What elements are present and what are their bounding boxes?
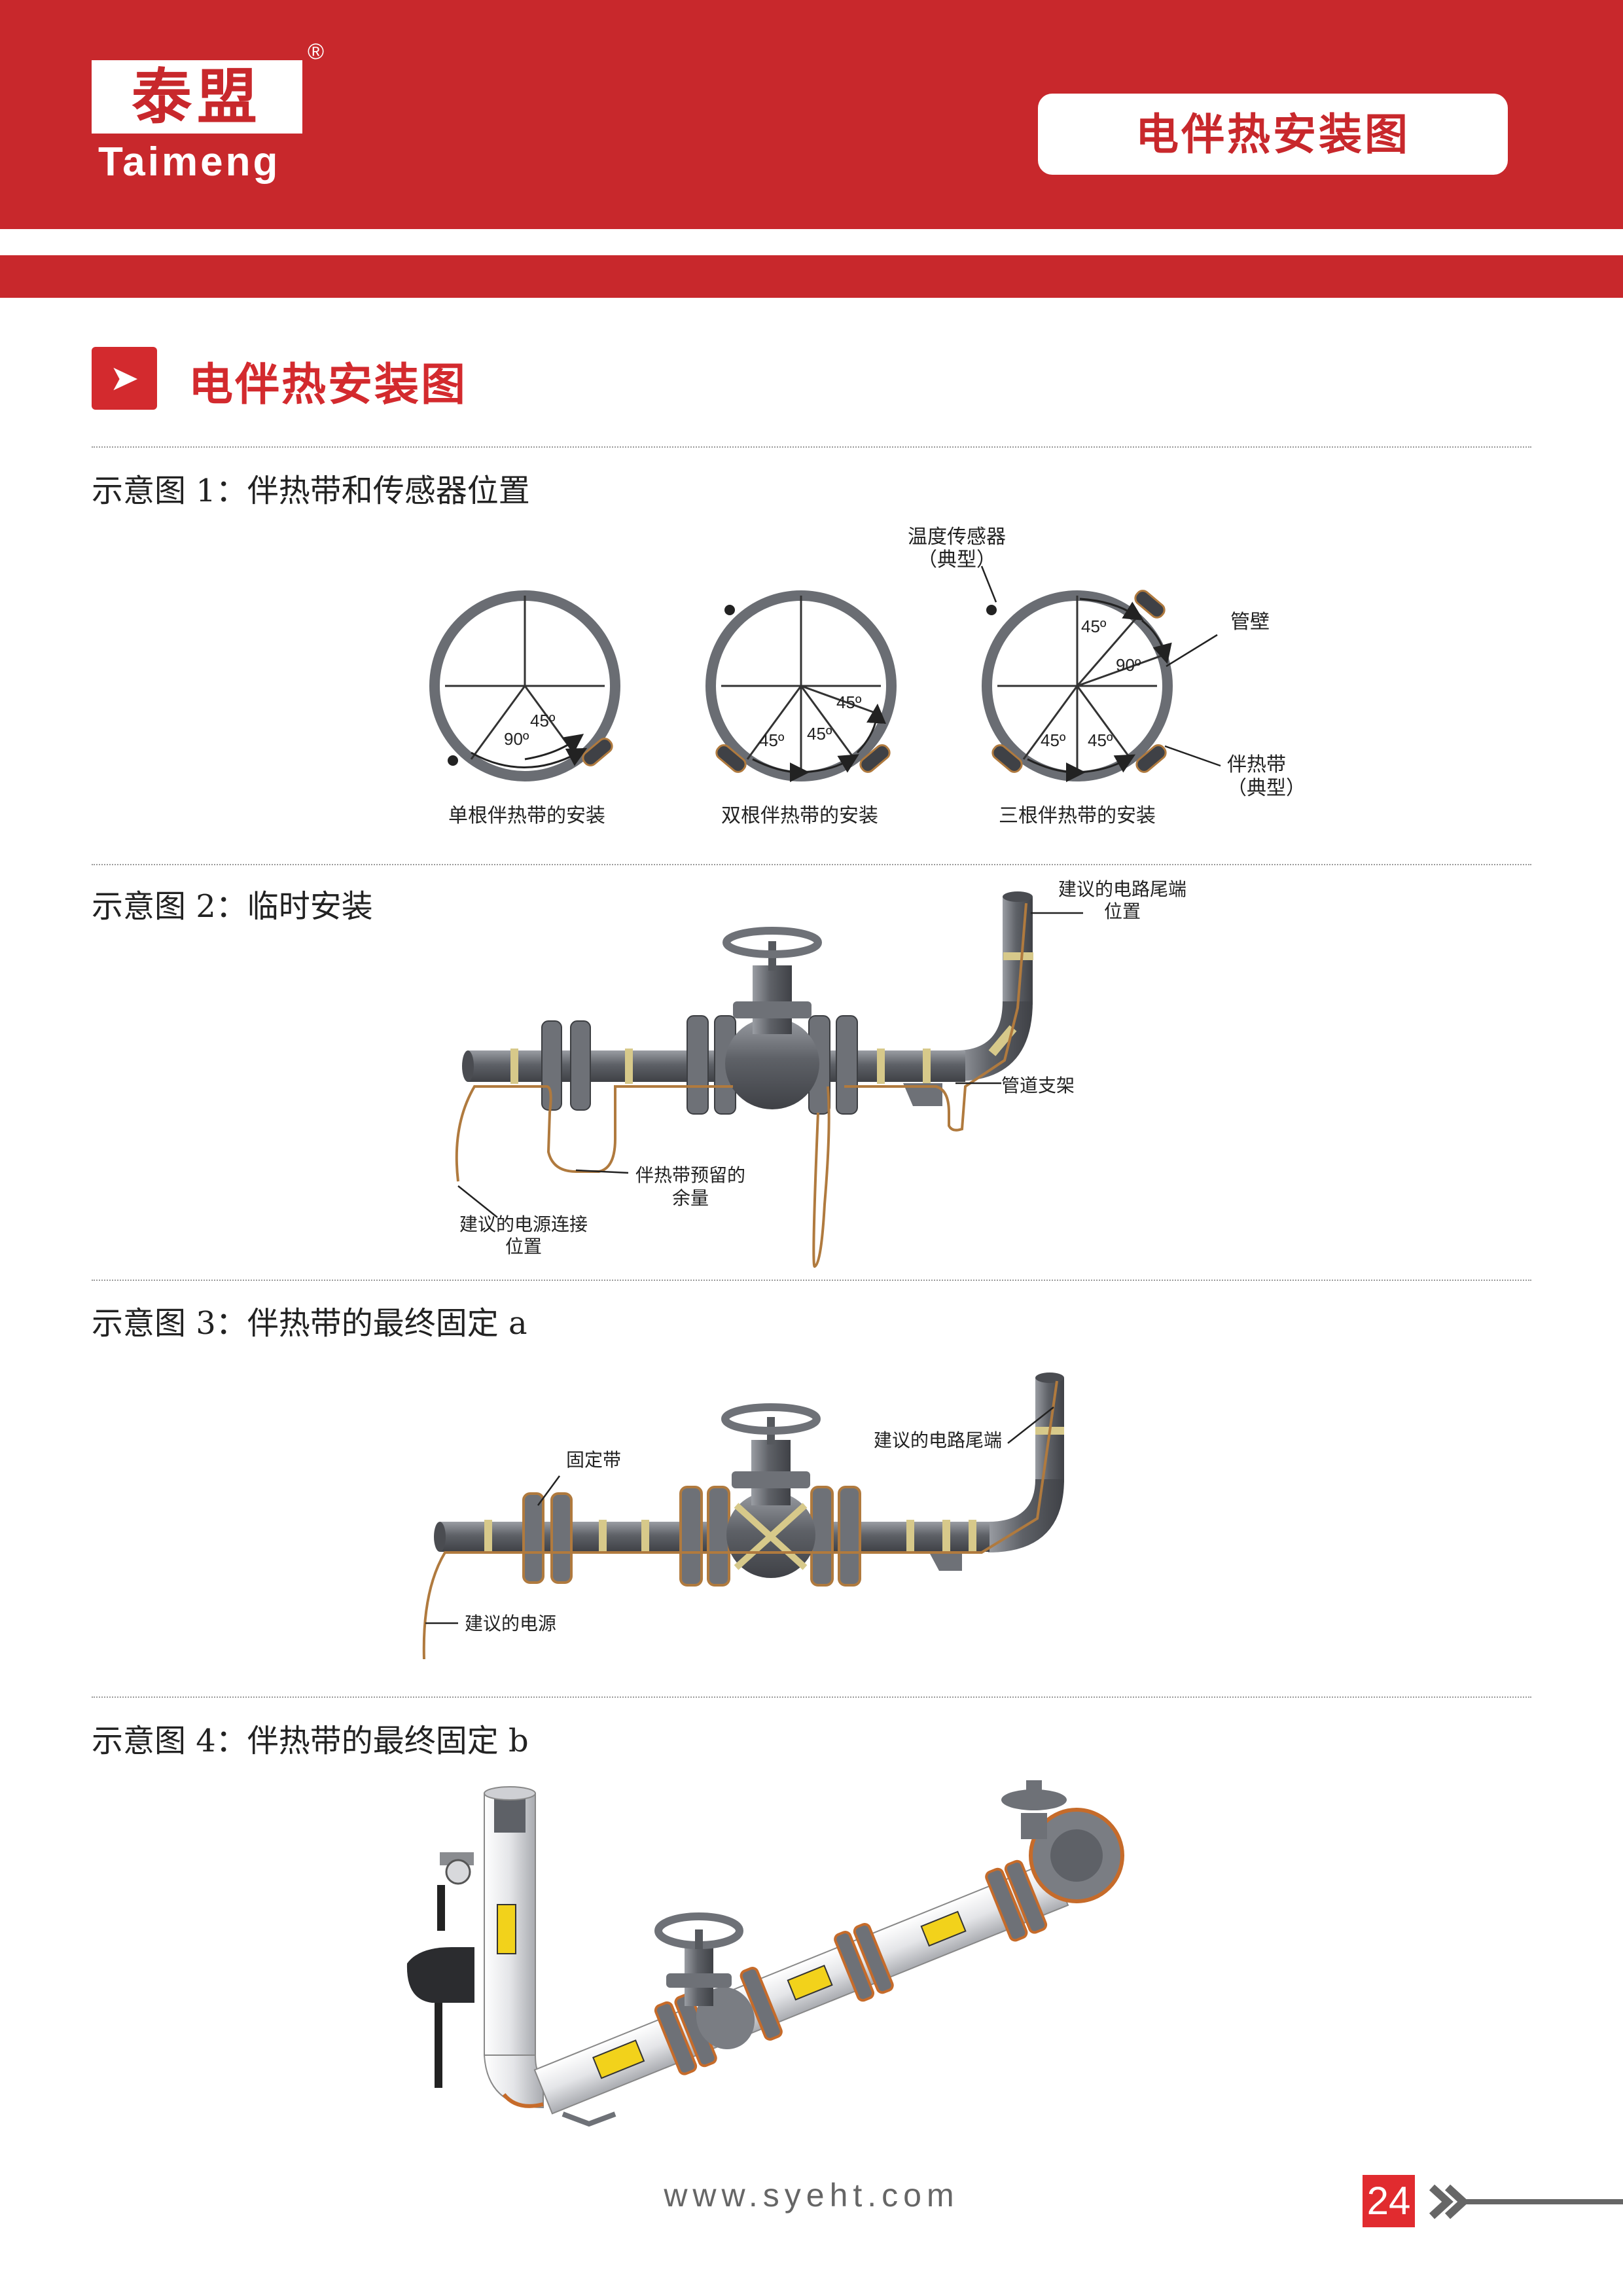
power-connection-label: 建议的电源连接 (459, 1214, 588, 1234)
header-lower-band (0, 255, 1623, 298)
sensor-label: （典型） (918, 549, 996, 571)
power-connection-label: 位置 (505, 1236, 542, 1257)
header-title: 电伴热安装图 (1038, 94, 1508, 175)
figure2-diagram: 建议的电路尾端 位置 管道支架 伴热带预留的 余量 建议的电源连接 位置 (455, 879, 1186, 1268)
angle-label: 45º (530, 711, 556, 730)
registered-mark: ® (308, 39, 325, 64)
caption-single: 单根伴热带的安装 (448, 805, 605, 827)
circuit-end-label: 位置 (1104, 901, 1141, 922)
angle-label: 45º (1088, 730, 1113, 750)
angle-label: 45º (759, 730, 785, 750)
header-divider (0, 229, 1623, 255)
figure1-diagram: 90º 45º 45º 45º 45º (429, 526, 1306, 827)
pipe-cross-section-single (429, 590, 620, 781)
power-label: 建议的电源 (465, 1613, 556, 1634)
divider (92, 1696, 1531, 1698)
logo-en: Taimeng (98, 139, 281, 185)
pipe-wall-label: 管壁 (1230, 611, 1270, 633)
divider (92, 864, 1531, 865)
caption-double: 双根伴热带的安装 (721, 805, 878, 827)
pipe-cross-section-triple (980, 565, 1221, 782)
footer-url: www.syeht.com (664, 2177, 959, 2214)
angle-label: 45º (836, 692, 862, 712)
angle-label: 90º (1116, 655, 1141, 675)
divider (92, 1280, 1531, 1281)
play-arrow-icon: ➤ (92, 347, 157, 410)
slack-label: 余量 (672, 1188, 709, 1208)
circuit-end-label: 建议的电路尾端 (874, 1430, 1002, 1450)
figure3-diagram: 固定带 建议的电路尾端 建议的电源 (422, 1372, 1064, 1660)
figure3-heading: 示意图 3：伴热带的最终固定 a (92, 1305, 527, 1342)
divider (92, 446, 1531, 448)
circuit-end-label: 建议的电路尾端 (1058, 879, 1186, 899)
angle-label: 45º (1041, 730, 1066, 750)
logo-cn: 泰盟 (92, 60, 302, 134)
pipe-support-label: 管道支架 (1001, 1075, 1075, 1096)
figure1-heading: 示意图 1：伴热带和传感器位置 (92, 473, 530, 509)
page-number: 24 (1363, 2175, 1415, 2227)
double-chevron-right-icon (1429, 2184, 1623, 2219)
angle-label: 45º (807, 724, 832, 744)
pipe-cross-section-double (705, 590, 897, 782)
tracer-label: （典型） (1227, 778, 1306, 799)
figure4-heading: 示意图 4：伴热带的最终固定 b (92, 1723, 529, 1759)
angle-label: 90º (504, 729, 529, 749)
figure4-diagram (406, 1780, 1124, 2127)
figure2-heading: 示意图 2：临时安装 (92, 888, 373, 925)
slack-label: 伴热带预留的 (635, 1165, 745, 1185)
tracer-label: 伴热带 (1227, 754, 1286, 776)
sensor-label: 温度传感器 (908, 526, 1006, 548)
strap-label: 固定带 (566, 1450, 621, 1470)
section-title: 电伴热安装图 (188, 360, 468, 410)
caption-triple: 三根伴热带的安装 (999, 805, 1156, 827)
angle-label: 45º (1081, 617, 1107, 636)
